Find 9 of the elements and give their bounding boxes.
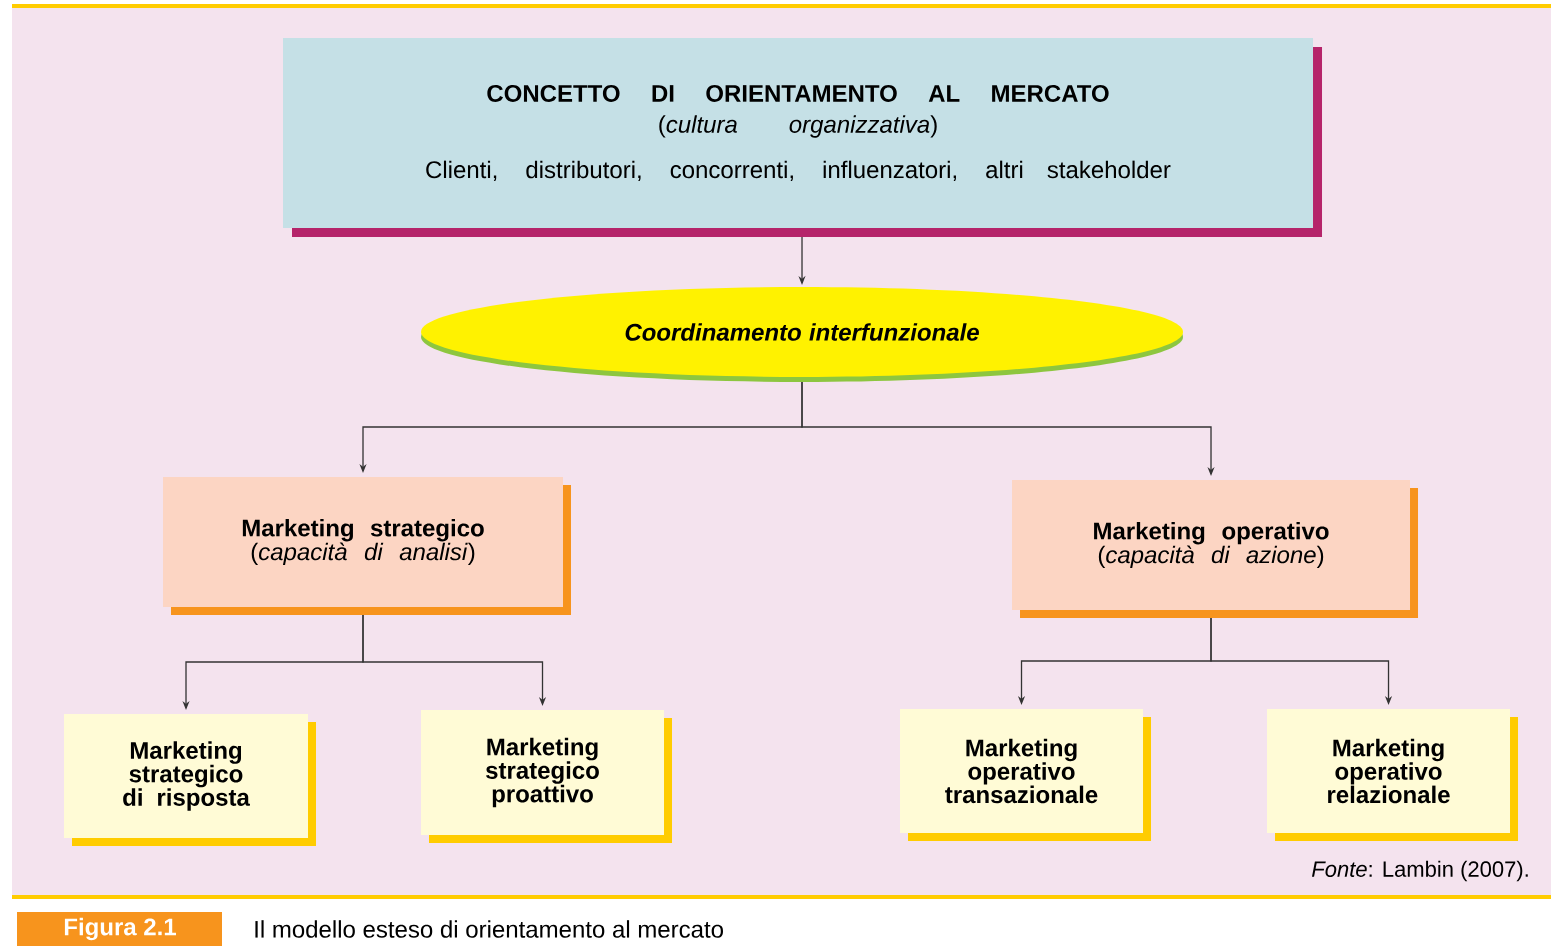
marketing-box: Marketing strategico proattivo <box>421 710 672 843</box>
marketing-box: Marketing operativo (capacità di azione) <box>1012 480 1418 618</box>
figure-caption: Il modello esteso di orientamento al mercato <box>255 920 723 938</box>
marketing-box: Marketing operativo relazionale <box>1267 709 1518 841</box>
concept-box: CONCETTO DI ORIENTAMENTO AL MERCATO (cultura organizzativa) Clienti, distributori, concorrenti, influenzatori, altri stakeholder <box>283 38 1322 237</box>
figure-number: Figura 2.1 <box>17 912 222 946</box>
marketing-box: Marketing strategico di risposta <box>64 714 316 846</box>
marketing-box: Marketing operativo transazionale <box>900 709 1151 841</box>
marketing-box: Marketing strategico (capacità di analisi) <box>163 477 571 615</box>
